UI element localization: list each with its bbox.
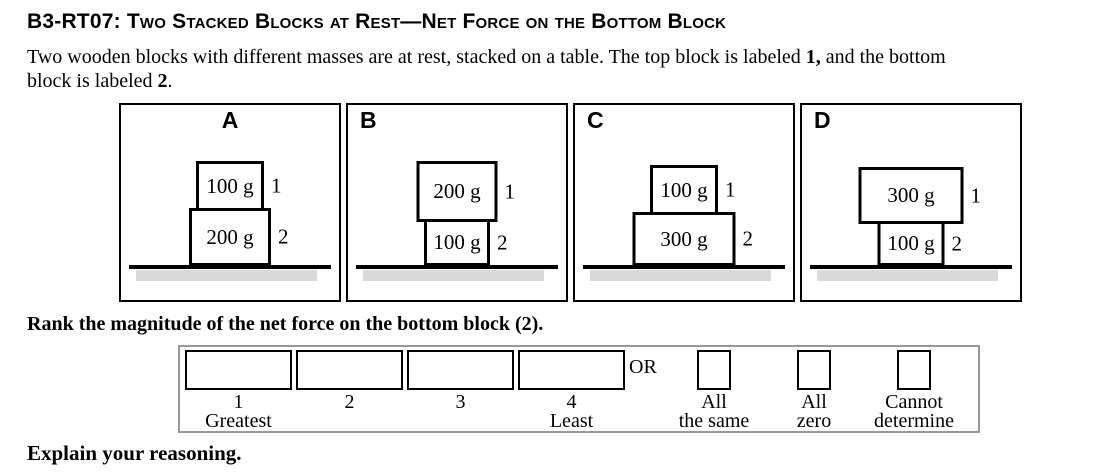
scenario-figure-row: A 100 g 1 200 g 2 B 200 g 1 100 g 2 C 10… (119, 103, 1022, 302)
scenario-panel-a: A 100 g 1 200 g 2 (119, 103, 341, 302)
table-line (129, 265, 331, 269)
alt-label-line2: the same (678, 410, 750, 432)
alt-option-all-zero: All zero (766, 350, 862, 431)
problem-code: B3-RT07: (27, 10, 121, 33)
block-number-label: 2 (951, 231, 963, 255)
rank-slot-number: 1 (233, 391, 244, 413)
table-shadow (817, 270, 998, 281)
alt-label-line2: zero (796, 410, 832, 432)
ranking-container: 1 Greatest 2 3 4 Least OR All the same A… (178, 345, 980, 433)
alt-label-line1: All (801, 391, 827, 413)
rank-prompt: Rank the magnitude of the net force on t… (27, 313, 544, 335)
intro-part3: block is labeled (27, 70, 158, 92)
panel-letter: A (221, 107, 239, 133)
mass-label: 100 g (206, 173, 254, 198)
bottom-block: 100 g 2 (424, 219, 508, 266)
alt-option-cannot-determine: Cannot determine (866, 350, 962, 431)
scenario-panel-b: B 200 g 1 100 g 2 (346, 103, 568, 302)
mass-label: 100 g (660, 177, 708, 202)
alt-answer-box-all-zero[interactable] (797, 350, 831, 390)
top-block: 200 g 1 (416, 161, 515, 222)
rank-slot-number: 2 (344, 391, 355, 413)
bottom-block: 300 g 2 (632, 212, 753, 266)
alt-option-all-the-same: All the same (666, 350, 762, 431)
bottom-block: 200 g 2 (189, 208, 289, 266)
panel-letter: D (814, 107, 831, 133)
alt-answer-box-cannot-determine[interactable] (897, 350, 931, 390)
intro-text: Two wooden blocks with different masses … (27, 45, 1109, 93)
alt-label-line2: determine (874, 410, 954, 432)
mass-label: 300 g (887, 183, 935, 207)
rank-slot-sublabel: Least (549, 410, 594, 432)
table-line (356, 265, 558, 269)
scenario-panel-c: C 100 g 1 300 g 2 (573, 103, 795, 302)
alt-label-line1: All (701, 391, 727, 413)
table-line (810, 265, 1012, 269)
rank-slot-3: 3 (407, 350, 514, 412)
mass-label: 200 g (433, 179, 481, 203)
block-number-label: 2 (278, 224, 289, 249)
rank-answer-box-2[interactable] (296, 350, 403, 390)
intro-bold-2: 2 (157, 70, 168, 92)
top-block: 100 g 1 (650, 165, 736, 215)
block-number-label: 2 (497, 230, 508, 254)
top-block: 100 g 1 (196, 161, 282, 211)
scenario-panel-d: D 300 g 1 100 g 2 (800, 103, 1022, 302)
rank-slot-2: 2 (296, 350, 403, 412)
rank-answer-box-4[interactable] (518, 350, 625, 390)
rank-slot-number: 4 (566, 391, 577, 413)
block-number-label: 1 (970, 183, 982, 207)
block-number-label: 1 (504, 179, 516, 203)
rank-answer-box-1[interactable] (185, 350, 292, 390)
page-title: B3-RT07: Two Stacked Blocks at Rest—Net … (27, 10, 726, 34)
bottom-block: 100 g 2 (877, 221, 962, 266)
intro-part2: and the bottom (820, 46, 946, 68)
rank-slot-1: 1 Greatest (185, 350, 292, 431)
panel-letter: C (587, 107, 604, 133)
mass-label: 300 g (660, 226, 708, 251)
rank-answer-box-3[interactable] (407, 350, 514, 390)
alt-answer-box-all-the-same[interactable] (697, 350, 731, 390)
table-shadow (136, 270, 317, 281)
or-label: OR (629, 356, 657, 378)
block-number-label: 2 (742, 226, 754, 251)
block-number-label: 1 (271, 173, 282, 198)
rank-slot-4: 4 Least (518, 350, 625, 431)
mass-label: 200 g (206, 224, 254, 249)
table-shadow (590, 270, 771, 281)
intro-part4: . (167, 70, 173, 92)
rank-slot-sublabel: Greatest (205, 410, 272, 432)
rank-slot-number: 3 (455, 391, 466, 413)
problem-title: Two Stacked Blocks at Rest—Net Force on … (126, 10, 727, 33)
mass-label: 100 g (433, 230, 481, 254)
alt-label-line1: Cannot (885, 391, 943, 413)
table-shadow (363, 270, 544, 281)
top-block: 300 g 1 (858, 167, 981, 224)
panel-letter: B (360, 107, 377, 133)
intro-part1: Two wooden blocks with different masses … (27, 46, 806, 68)
intro-bold-1: 1, (805, 46, 821, 68)
explain-prompt: Explain your reasoning. (27, 441, 242, 465)
block-number-label: 1 (725, 177, 736, 202)
mass-label: 100 g (887, 231, 935, 255)
table-line (583, 265, 785, 269)
